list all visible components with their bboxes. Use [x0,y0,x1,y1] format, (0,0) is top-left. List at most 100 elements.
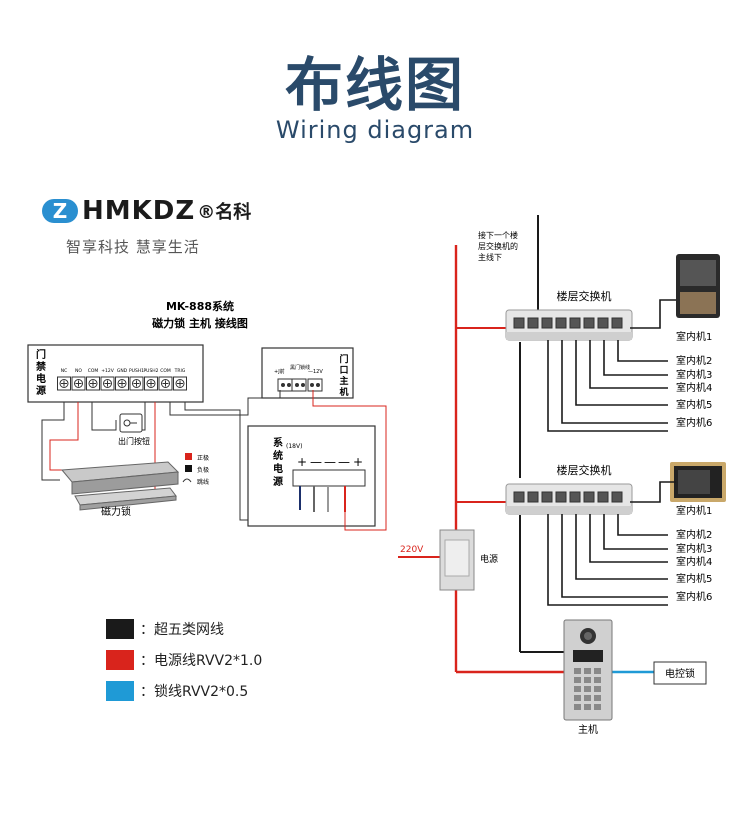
power-supply-label: 电源 [480,553,498,565]
door-label-0: 门 [339,353,348,365]
keypad-key [584,677,591,683]
main-unit-label: 主机 [578,723,598,736]
terminal-label: TRIG [174,368,186,374]
mini-legend-positive-swatch [185,453,192,460]
indoor-unit-label: 室内机3 [676,368,712,381]
panel-label-2: 电 [36,372,46,385]
logo-name: HMKDZ [82,196,196,226]
page-subtitle: Wiring diagram [275,116,475,144]
indoor-unit-label: 室内机5 [676,398,712,411]
keypad-key [584,704,591,710]
legend-item-network: ：超五类网线 [106,619,224,639]
indoor-unit-label: 室内机3 [676,542,712,555]
indoor-unit-label: 室内机6 [676,416,712,429]
keypad-key [584,695,591,701]
indoor-unit-label: 室内机2 [676,354,712,367]
electric-lock-box [653,661,707,685]
keypad-key [574,704,581,710]
note-line-0: 接下一个楼 [478,230,518,240]
keypad-key [594,704,601,710]
mini-legend-negative: 负极 [197,466,209,474]
access-power-panel [27,344,204,403]
indoor-unit-label: 室内机4 [676,381,712,394]
switch1-label: 楼层交换机 [557,289,612,303]
switch2-label: 楼层交换机 [557,463,612,477]
power-voltage: (18V) [286,443,302,450]
power-sign-0: + [297,455,307,469]
keypad-key [574,677,581,683]
legend-swatch-network [106,619,134,639]
switch-port [611,317,623,329]
terminal-label: COM [160,368,171,374]
power-label-0: 系 [273,436,283,449]
legend-label-network: ：超五类网线 [140,622,224,638]
switch-port [541,317,553,329]
electric-lock-label: 电控锁 [665,667,695,680]
switch-port [555,317,567,329]
indoor-unit-label: 室内机6 [676,590,712,603]
power-sign-3: — [338,455,350,469]
door-terminal-2: —12V [308,369,323,375]
indoor-unit-label: 室内机1 [676,504,712,517]
legend-swatch-power [106,650,134,670]
brand-slogan: 智享科技 慧享生活 [66,238,200,256]
floor-switch-2 [505,483,633,515]
ac-label: 220V [400,545,424,555]
legend-swatch-lock [106,681,134,701]
left-heading-1: MK-888系统 [166,299,234,313]
main-unit-icon [563,619,613,721]
keypad-key [574,695,581,701]
door-label-2: 主 [339,375,348,387]
door-terminal-0: +J前 [274,368,285,375]
terminal-label: PUSH2 [143,368,158,374]
indoor-monitor-top-icon [676,254,720,318]
note-line-2: 主线下 [478,252,502,262]
exit-button-label: 出门按钮 [118,436,150,446]
legend-label-lock: ：锁线RVV2*0.5 [140,684,249,700]
terminal-label: COM [88,368,99,374]
door-label-1: 口 [339,365,348,376]
terminal-label: +12V [101,368,114,374]
terminal-label: NC [61,368,68,374]
indoor-unit-label: 室内机4 [676,555,712,568]
switch-port [569,491,581,503]
switch-port [569,317,581,329]
power-sign-4: + [353,455,363,469]
power-label-2: 电 [273,462,283,475]
maglock-label: 磁力锁 [101,505,131,518]
keypad-key [594,677,601,683]
terminal-label: PUSH1 [129,368,144,374]
keypad-key [584,668,591,674]
door-label-3: 机 [339,386,348,398]
switch-port [583,317,595,329]
legend-item-power: ：电源线RVV2*1.0 [106,650,262,670]
mini-legend-positive: 正极 [197,454,209,462]
door-terminal-1: 黑门锁线 [290,364,310,371]
mini-legend-jumper-icon [182,478,192,483]
keypad-key [584,686,591,692]
floor-switch-1 [505,309,633,341]
brand-logo: Z HMKDZ ®名科 [42,196,251,226]
left-heading-2: 磁力锁 主机 接线图 [152,316,248,330]
power-supply-icon [439,529,475,591]
mini-legend-jumper: 跳线 [197,478,209,486]
door-terminal-block-c [307,378,323,392]
keypad-key [594,668,601,674]
mini-legend-negative-swatch [185,465,192,472]
power-label-1: 统 [273,449,283,462]
switch-port [513,491,525,503]
panel-label-0: 门 [36,348,46,361]
terminal-label: GND [117,368,128,374]
switch-port [611,491,623,503]
indoor-unit-label: 室内机5 [676,572,712,585]
panel-label-3: 源 [36,384,46,397]
terminal-label: NO [75,368,82,374]
keypad-key [574,668,581,674]
indoor-unit-label: 室内机1 [676,330,712,343]
switch-port [583,491,595,503]
indoor-unit-label: 室内机2 [676,528,712,541]
